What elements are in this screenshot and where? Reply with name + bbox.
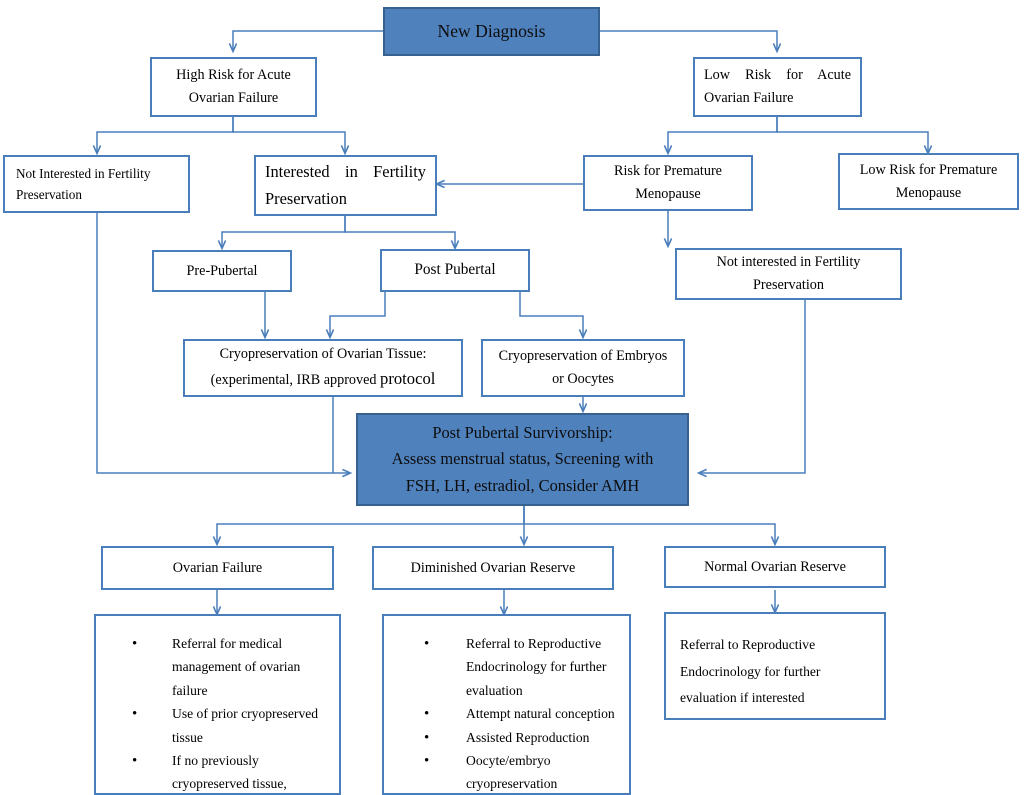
node-ovarian-failure-label: Ovarian Failure — [172, 559, 263, 576]
node-normal-reserve-actions[interactable]: Referral to Reproductive Endocrinology f… — [664, 612, 886, 720]
wire-interested-to-prepubertal — [222, 216, 346, 248]
list-item-text: Attempt natural conception — [466, 706, 615, 722]
node-post-pubertal-label: Post Pubertal — [414, 261, 496, 279]
node-diminished-ovarian-reserve[interactable]: Diminished Ovarian Reserve — [372, 546, 614, 590]
list-item-text: If no previously cryopreserved tissue, c… — [172, 752, 287, 792]
node-low-risk-line-1: Low Risk for Acute — [704, 67, 851, 83]
node-interested-line-1: Interested in Fertility — [265, 161, 426, 181]
node-interested-line-2: Preservation — [265, 188, 347, 208]
wire-lowrisk-to-lowriskprem — [776, 117, 928, 153]
node-not-interested-left-line-2: Preservation — [16, 187, 82, 202]
wire-lowrisk-to-riskprem — [668, 117, 778, 153]
list-item-text: Oocyte/embryo cryopreservation — [466, 752, 558, 792]
node-normal-label: Normal Ovarian Reserve — [704, 558, 846, 575]
node-new-diagnosis-line-1: New Diagnosis — [437, 21, 546, 42]
node-ovarian-failure[interactable]: Ovarian Failure — [101, 546, 334, 590]
ovarian-failure-actions-list: • Referral for medical management of ovar… — [106, 632, 329, 795]
node-post-pubertal-survivorship[interactable]: Post Pubertal Survivorship: Assess menst… — [356, 413, 689, 506]
node-normal-ovarian-reserve[interactable]: Normal Ovarian Reserve — [664, 546, 886, 588]
node-diminished-label: Diminished Ovarian Reserve — [410, 559, 576, 576]
node-cryo-tissue-line-1: Cryopreservation of Ovarian Tissue: — [219, 346, 427, 363]
node-low-risk-acute-ovarian-failure[interactable]: Low Risk for Acute Ovarian Failure — [693, 57, 862, 117]
node-not-interested-right-line-2: Preservation — [753, 277, 824, 293]
normal-reserve-actions-line-2: Endocrinology for further — [680, 663, 821, 679]
node-not-interested-fertility-preservation-right[interactable]: Not interested in Fertility Preservation — [675, 248, 902, 300]
node-cryopreservation-embryos-oocytes[interactable]: Cryopreservation of Embryos or Oocytes — [481, 339, 685, 397]
wire-diagnosis-to-low-risk — [600, 30, 777, 51]
node-not-interested-left-line-1: Not Interested in Fertility — [16, 165, 151, 181]
node-high-risk-line-1: High Risk for Acute — [176, 67, 291, 83]
node-risk-prem-line-1: Risk for Premature — [614, 163, 722, 179]
bullet-icon: • — [424, 706, 430, 723]
node-diminished-reserve-actions[interactable]: • Referral to Reproductive Endocrinology … — [382, 614, 631, 795]
node-cryo-tissue-line-2: (experimental, IRB approved protocol — [194, 366, 452, 393]
node-high-risk-acute-ovarian-failure[interactable]: High Risk for Acute Ovarian Failure — [150, 57, 317, 117]
list-item: • Assisted Reproduction — [394, 726, 619, 749]
wire-postpubertal-to-cryotissue — [330, 292, 386, 337]
node-survivorship-line-2: Assess menstrual status, Screening with — [391, 449, 654, 469]
list-item: • If no previously cryopreserved tissue, … — [106, 749, 329, 795]
bullet-icon: • — [424, 752, 430, 769]
node-risk-prem-line-2: Menopause — [635, 186, 701, 202]
node-risk-premature-menopause[interactable]: Risk for Premature Menopause — [583, 155, 753, 211]
wire-survivorship-to-ovarianfailure — [217, 506, 525, 544]
wire-postpubertal-to-cryoembryos — [519, 292, 583, 337]
node-cryo-tissue-line-2-a: (experimental, IRB approved — [210, 372, 381, 389]
node-low-risk-premature-menopause[interactable]: Low Risk for Premature Menopause — [838, 153, 1019, 210]
node-high-risk-line-2: Ovarian Failure — [188, 90, 279, 106]
wire-highrisk-to-notinterested — [97, 117, 234, 153]
list-item-text: Use of prior cryopreserved tissue — [172, 706, 319, 745]
wire-interested-to-postpubertal — [344, 216, 455, 248]
node-pre-pubertal[interactable]: Pre-Pubertal — [152, 250, 292, 292]
node-cryopreservation-ovarian-tissue[interactable]: Cryopreservation of Ovarian Tissue: (exp… — [183, 339, 463, 397]
node-low-risk-line-2: Ovarian Failure — [704, 90, 794, 106]
node-interested-fertility-preservation[interactable]: Interested in Fertility Preservation — [254, 155, 437, 216]
node-cryo-embryos-line-2: or Oocytes — [552, 371, 614, 387]
list-item: • Referral for medical management of ovar… — [106, 632, 329, 702]
node-cryo-tissue-line-2-protocol: protocol — [380, 369, 436, 389]
bullet-icon: • — [424, 729, 430, 746]
node-ovarian-failure-actions[interactable]: • Referral for medical management of ovar… — [94, 614, 341, 795]
list-item: • Referral to Reproductive Endocrinology … — [394, 632, 619, 702]
normal-reserve-actions-line-3: evaluation if interested — [680, 690, 805, 705]
list-item: • Use of prior cryopreserved tissue — [106, 702, 329, 749]
bullet-icon: • — [132, 752, 138, 769]
list-item-text: Referral to Reproductive Endocrinology f… — [466, 636, 607, 698]
node-pre-pubertal-label: Pre-Pubertal — [186, 262, 258, 279]
node-not-interested-fertility-preservation-left[interactable]: Not Interested in Fertility Preservation — [3, 155, 190, 213]
node-survivorship-line-1: Post Pubertal Survivorship: — [432, 422, 613, 442]
node-cryo-embryos-line-1: Cryopreservation of Embryos — [498, 348, 668, 364]
list-item-text: Referral for medical management of ovari… — [172, 636, 301, 698]
normal-reserve-actions-line-1: Referral to Reproductive — [680, 637, 816, 652]
list-item-text: Assisted Reproduction — [466, 729, 590, 745]
bullet-icon: • — [424, 636, 430, 652]
wire-notinterestedright-to-survivorship — [699, 300, 806, 473]
node-not-interested-right-line-1: Not interested in Fertility — [716, 254, 861, 270]
list-item: • Oocyte/embryo cryopreservation — [394, 749, 619, 795]
node-post-pubertal[interactable]: Post Pubertal — [380, 249, 530, 292]
wire-survivorship-to-normal — [523, 506, 775, 544]
wire-diagnosis-to-high-risk — [233, 30, 383, 51]
bullet-icon: • — [132, 706, 138, 723]
wire-highrisk-to-interested — [232, 117, 345, 153]
node-low-risk-prem-line-2: Menopause — [895, 184, 962, 201]
node-low-risk-prem-line-1: Low Risk for Premature — [859, 161, 998, 178]
diminished-reserve-actions-list: • Referral to Reproductive Endocrinology … — [394, 632, 619, 795]
node-survivorship-line-3: FSH, LH, estradiol, Consider AMH — [405, 475, 640, 495]
node-new-diagnosis[interactable]: New Diagnosis — [383, 7, 600, 56]
bullet-icon: • — [132, 636, 138, 652]
list-item: • Attempt natural conception — [394, 702, 619, 725]
wire-notinterested-to-survivorship — [96, 213, 350, 473]
